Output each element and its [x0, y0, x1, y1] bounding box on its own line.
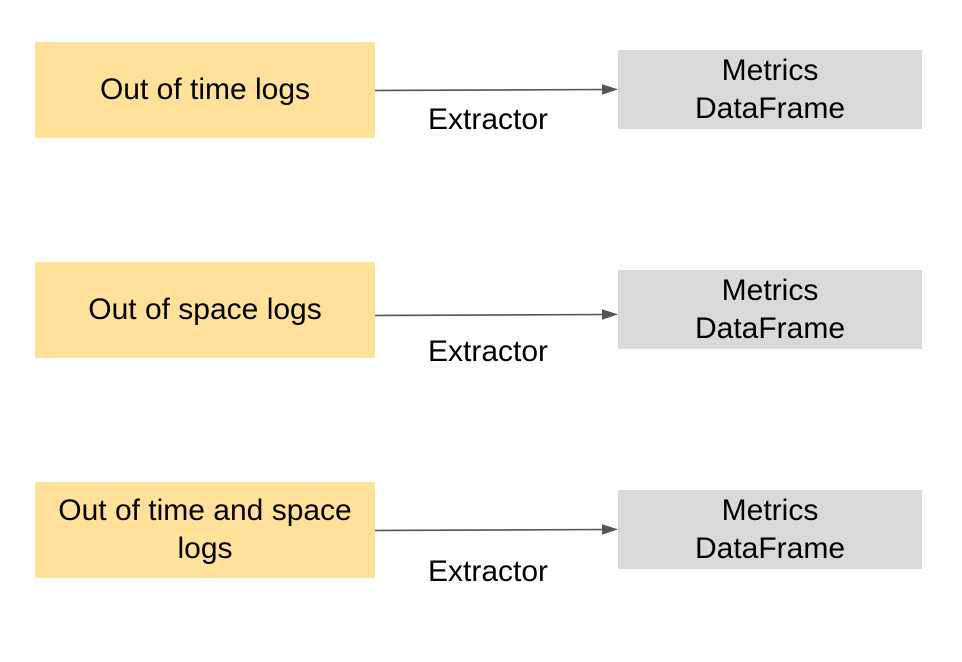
target-node: Metrics DataFrame — [618, 50, 922, 129]
source-node-label: Out of space logs — [88, 293, 322, 326]
target-node: Metrics DataFrame — [618, 490, 922, 569]
target-node-line2: DataFrame — [694, 91, 846, 125]
target-node-line2: DataFrame — [694, 311, 846, 345]
target-node-line1: Metrics — [721, 53, 819, 87]
source-node-label: Out of time logs — [99, 73, 311, 106]
edge-label: Extractor — [428, 103, 549, 136]
target-node-line1: Metrics — [721, 493, 819, 527]
source-node: Out of space logs — [35, 262, 375, 358]
extractor-arrow — [374, 309, 618, 320]
pipeline-row: Out of time and space logs Extractor Met… — [0, 482, 962, 662]
target-node: Metrics DataFrame — [618, 270, 922, 349]
source-node: Out of time and space logs — [35, 482, 375, 578]
target-node-line2: DataFrame — [694, 531, 846, 565]
edge-label: Extractor — [428, 335, 549, 368]
pipeline-row: Out of time logs Extractor Metrics DataF… — [0, 42, 962, 222]
pipeline-row: Out of space logs Extractor Metrics Data… — [0, 262, 962, 442]
pipeline-diagram: Out of time logs Extractor Metrics DataF… — [0, 42, 962, 588]
extractor-arrow — [374, 524, 618, 535]
source-node: Out of time logs — [35, 42, 375, 138]
extractor-arrow — [374, 84, 618, 95]
source-node-label: Out of time and space logs — [58, 494, 352, 565]
target-node-line1: Metrics — [721, 273, 819, 307]
edge-label: Extractor — [428, 555, 549, 588]
